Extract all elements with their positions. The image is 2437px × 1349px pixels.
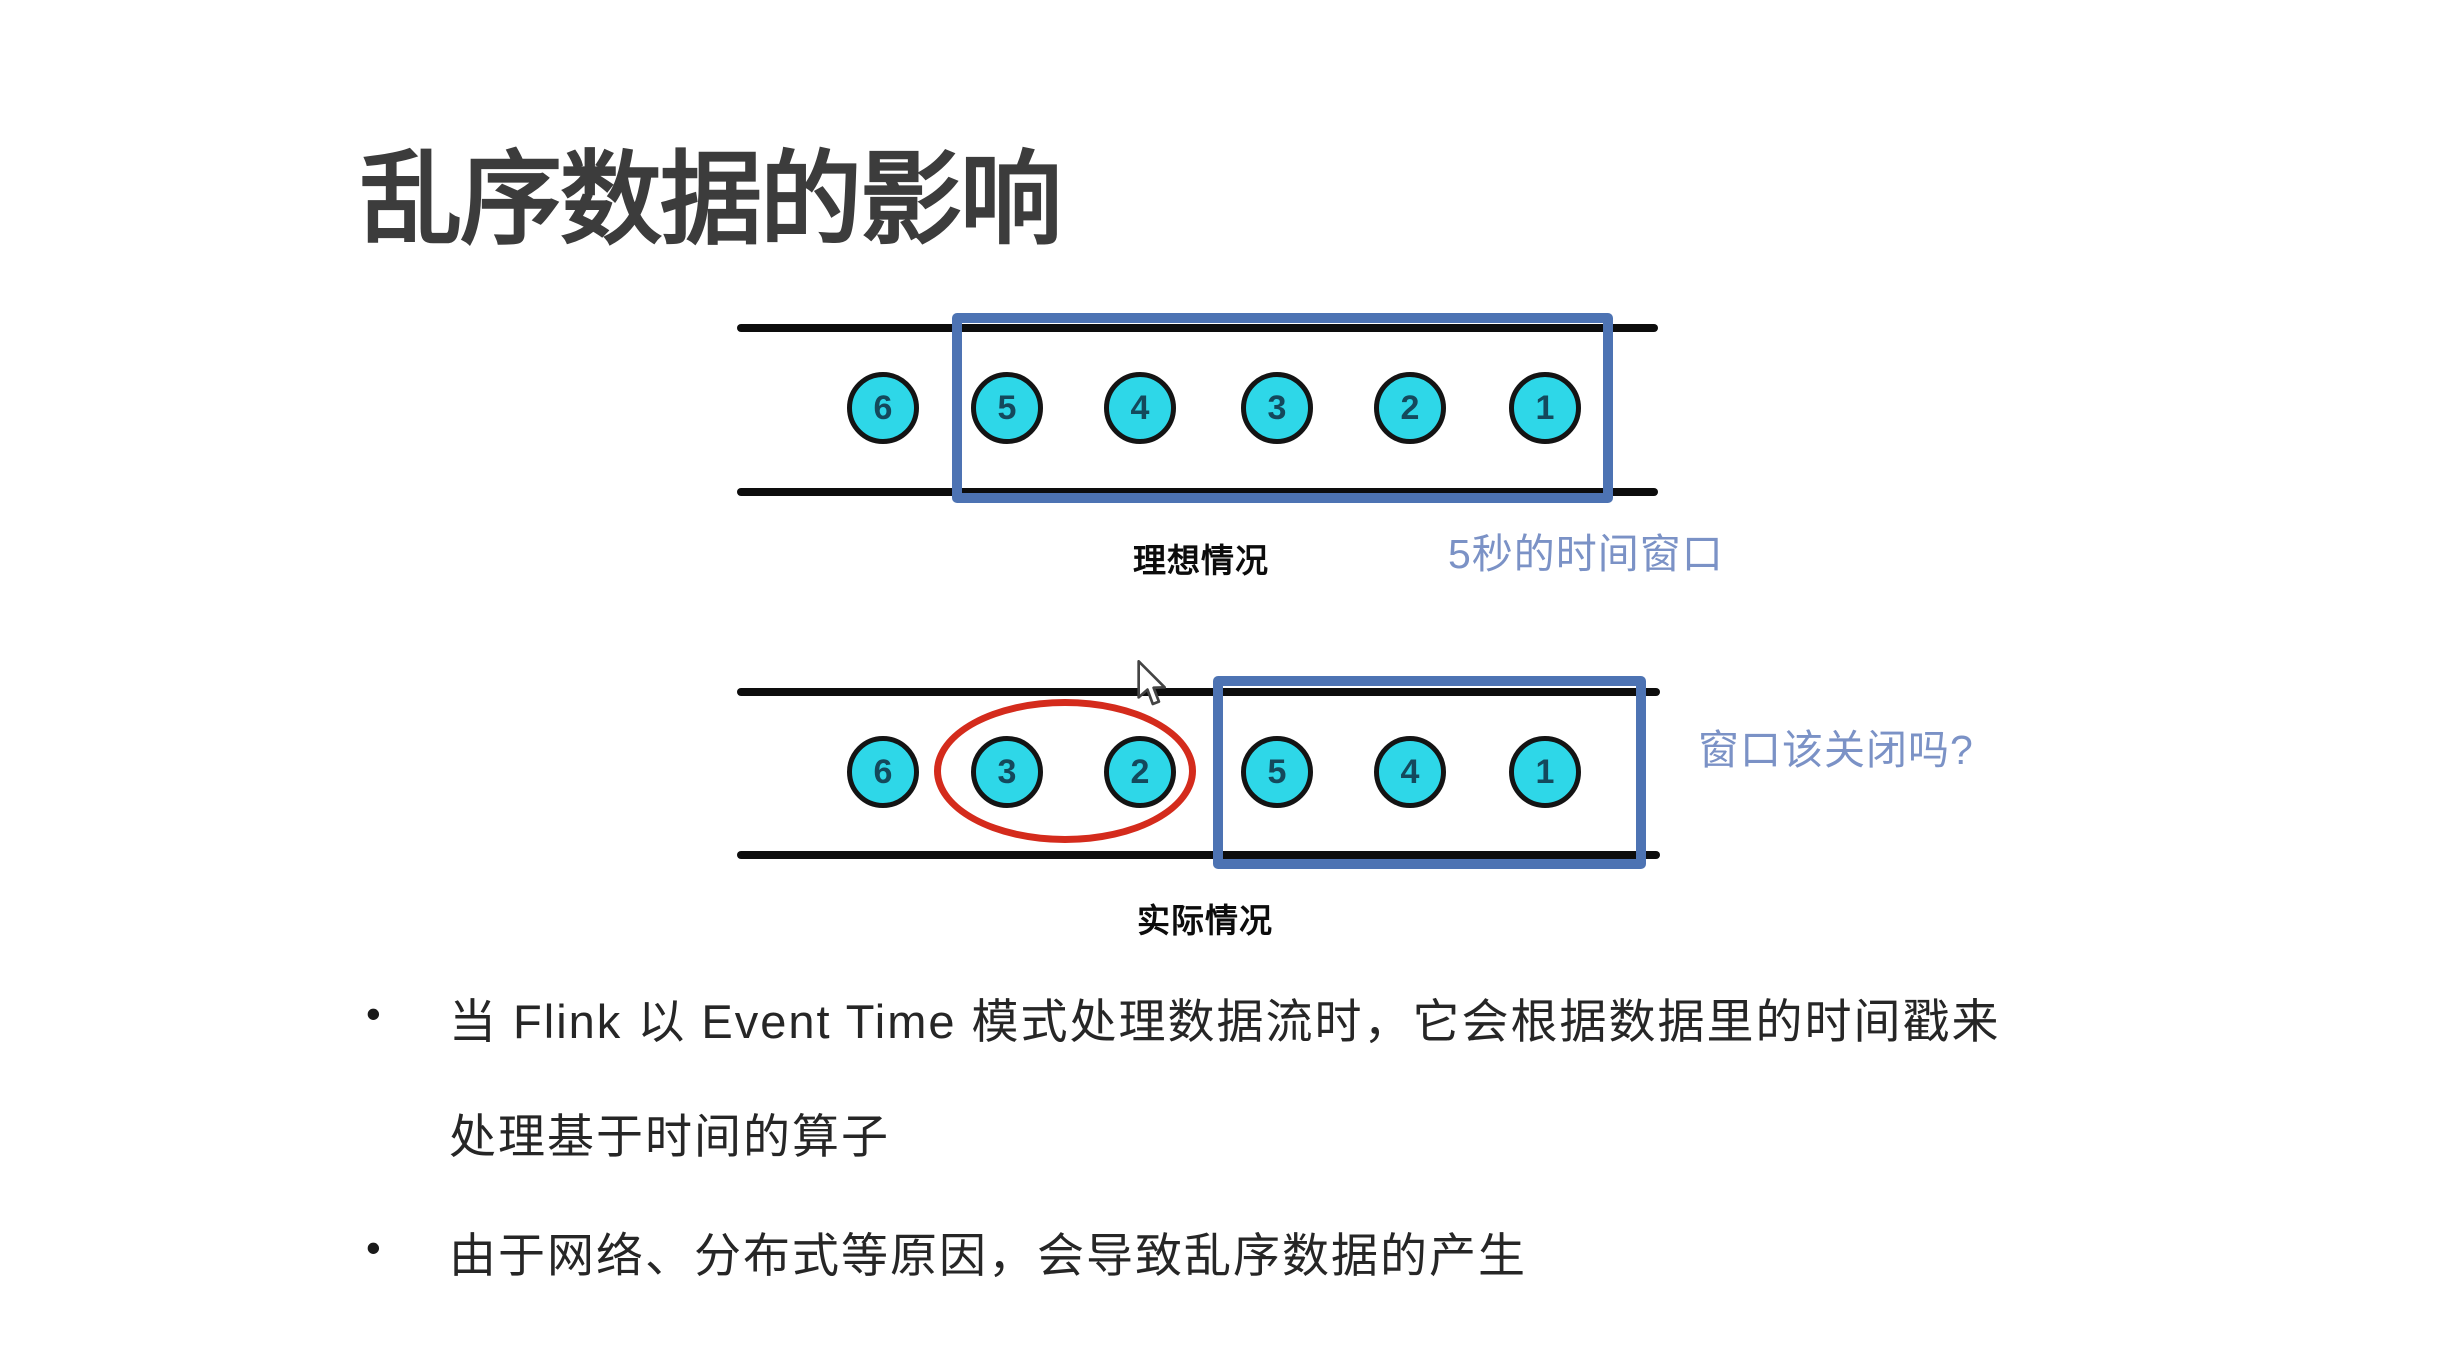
- event-circle: 2: [1374, 372, 1446, 444]
- event-circle: 6: [847, 736, 919, 808]
- diagram-caption-actual: 实际情况: [1137, 904, 1273, 940]
- event-circle: 5: [1241, 736, 1313, 808]
- event-circle: 3: [971, 736, 1043, 808]
- window-close-annotation: 窗口该关闭吗?: [1698, 727, 1974, 773]
- diagram-caption-ideal: 理想情况: [1133, 544, 1269, 580]
- time-window-box: [952, 313, 1613, 503]
- event-circle: 1: [1509, 372, 1581, 444]
- time-window-box: [1213, 676, 1646, 869]
- stream-line-bottom: [737, 488, 1658, 496]
- event-circle: 4: [1374, 736, 1446, 808]
- event-circle: 1: [1509, 736, 1581, 808]
- bullet-marker: •: [366, 1224, 381, 1271]
- bullet-text-line: 当 Flink 以 Event Time 模式处理数据流时，它会根据数据里的时间…: [449, 995, 2001, 1048]
- event-circle: 6: [847, 372, 919, 444]
- event-circle: 4: [1104, 372, 1176, 444]
- bullet-text-line: 由于网络、分布式等原因，会导致乱序数据的产生: [449, 1229, 1527, 1282]
- event-circle: 2: [1104, 736, 1176, 808]
- bullet-marker: •: [366, 990, 381, 1037]
- stream-line-top: [737, 324, 1658, 332]
- bullet-text-line: 处理基于时间的算子: [449, 1110, 890, 1163]
- out-of-order-highlight-ellipse: [934, 699, 1196, 843]
- event-circle: 5: [971, 372, 1043, 444]
- page-title: 乱序数据的影响: [360, 143, 1062, 257]
- stream-line-top: [737, 688, 1660, 696]
- event-circle: 3: [1241, 372, 1313, 444]
- stream-line-bottom: [737, 851, 1660, 859]
- mouse-cursor-icon: [1137, 660, 1166, 706]
- time-window-annotation: 5秒的时间窗口: [1448, 531, 1724, 577]
